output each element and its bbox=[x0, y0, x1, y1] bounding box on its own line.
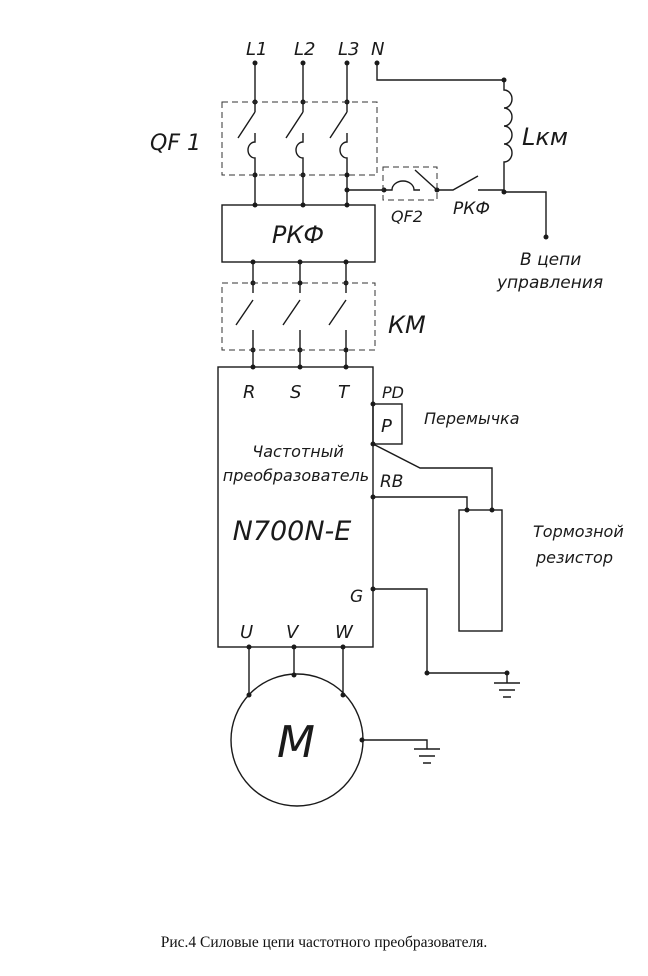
figure-caption: Рис.4 Силовые цепи частотного преобразов… bbox=[160, 934, 488, 951]
km-contactor bbox=[221, 282, 376, 351]
label-p: P bbox=[381, 416, 392, 437]
label-inverter-model: N700N-E bbox=[233, 516, 352, 547]
ground-icon bbox=[373, 588, 520, 698]
label-u: U bbox=[240, 622, 253, 643]
label-motor: M bbox=[277, 717, 315, 768]
label-inverter-1: Частотный bbox=[252, 442, 344, 461]
label-qf2: QF2 bbox=[391, 207, 423, 226]
km-contacts bbox=[235, 262, 347, 367]
label-r: R bbox=[243, 382, 256, 403]
label-brake-1: Тормозной bbox=[533, 522, 624, 541]
rkf-phase-relay bbox=[221, 204, 376, 263]
label-v: V bbox=[286, 622, 300, 643]
label-qf1: QF 1 bbox=[150, 131, 201, 156]
label-control-1: В цепи bbox=[520, 250, 581, 270]
phase-wires-top bbox=[237, 63, 348, 205]
label-g: G bbox=[350, 587, 363, 607]
label-n: N bbox=[371, 39, 384, 60]
label-lkm: Lкм bbox=[522, 123, 568, 151]
motor-ground-icon bbox=[362, 739, 440, 764]
qf2-breaker bbox=[382, 166, 438, 201]
inverter-box bbox=[217, 366, 374, 648]
label-jumper: Перемычка bbox=[424, 409, 520, 428]
label-rkf-box: РКФ bbox=[272, 221, 324, 249]
label-s: S bbox=[290, 382, 301, 403]
label-l2: L2 bbox=[294, 39, 315, 60]
motor-wires bbox=[248, 647, 344, 695]
jumper-p bbox=[372, 403, 403, 445]
coil-lkm bbox=[376, 63, 547, 237]
label-km: КМ bbox=[388, 311, 426, 339]
label-l1: L1 bbox=[246, 39, 267, 60]
label-w: W bbox=[335, 622, 354, 643]
label-control-2: управления bbox=[496, 273, 603, 293]
label-rkf-contact: РКФ bbox=[453, 199, 490, 219]
control-branch bbox=[347, 169, 504, 191]
label-t: T bbox=[338, 382, 351, 403]
label-pd: PD bbox=[382, 383, 404, 402]
qf1-breaker bbox=[221, 101, 378, 176]
label-brake-2: резистор bbox=[535, 548, 613, 567]
label-l3: L3 bbox=[338, 39, 359, 60]
label-rb: RB bbox=[380, 472, 403, 492]
brake-resistor bbox=[458, 509, 503, 632]
brake-resistor-wiring bbox=[372, 443, 493, 510]
label-inverter-2: преобразователь bbox=[223, 466, 369, 485]
